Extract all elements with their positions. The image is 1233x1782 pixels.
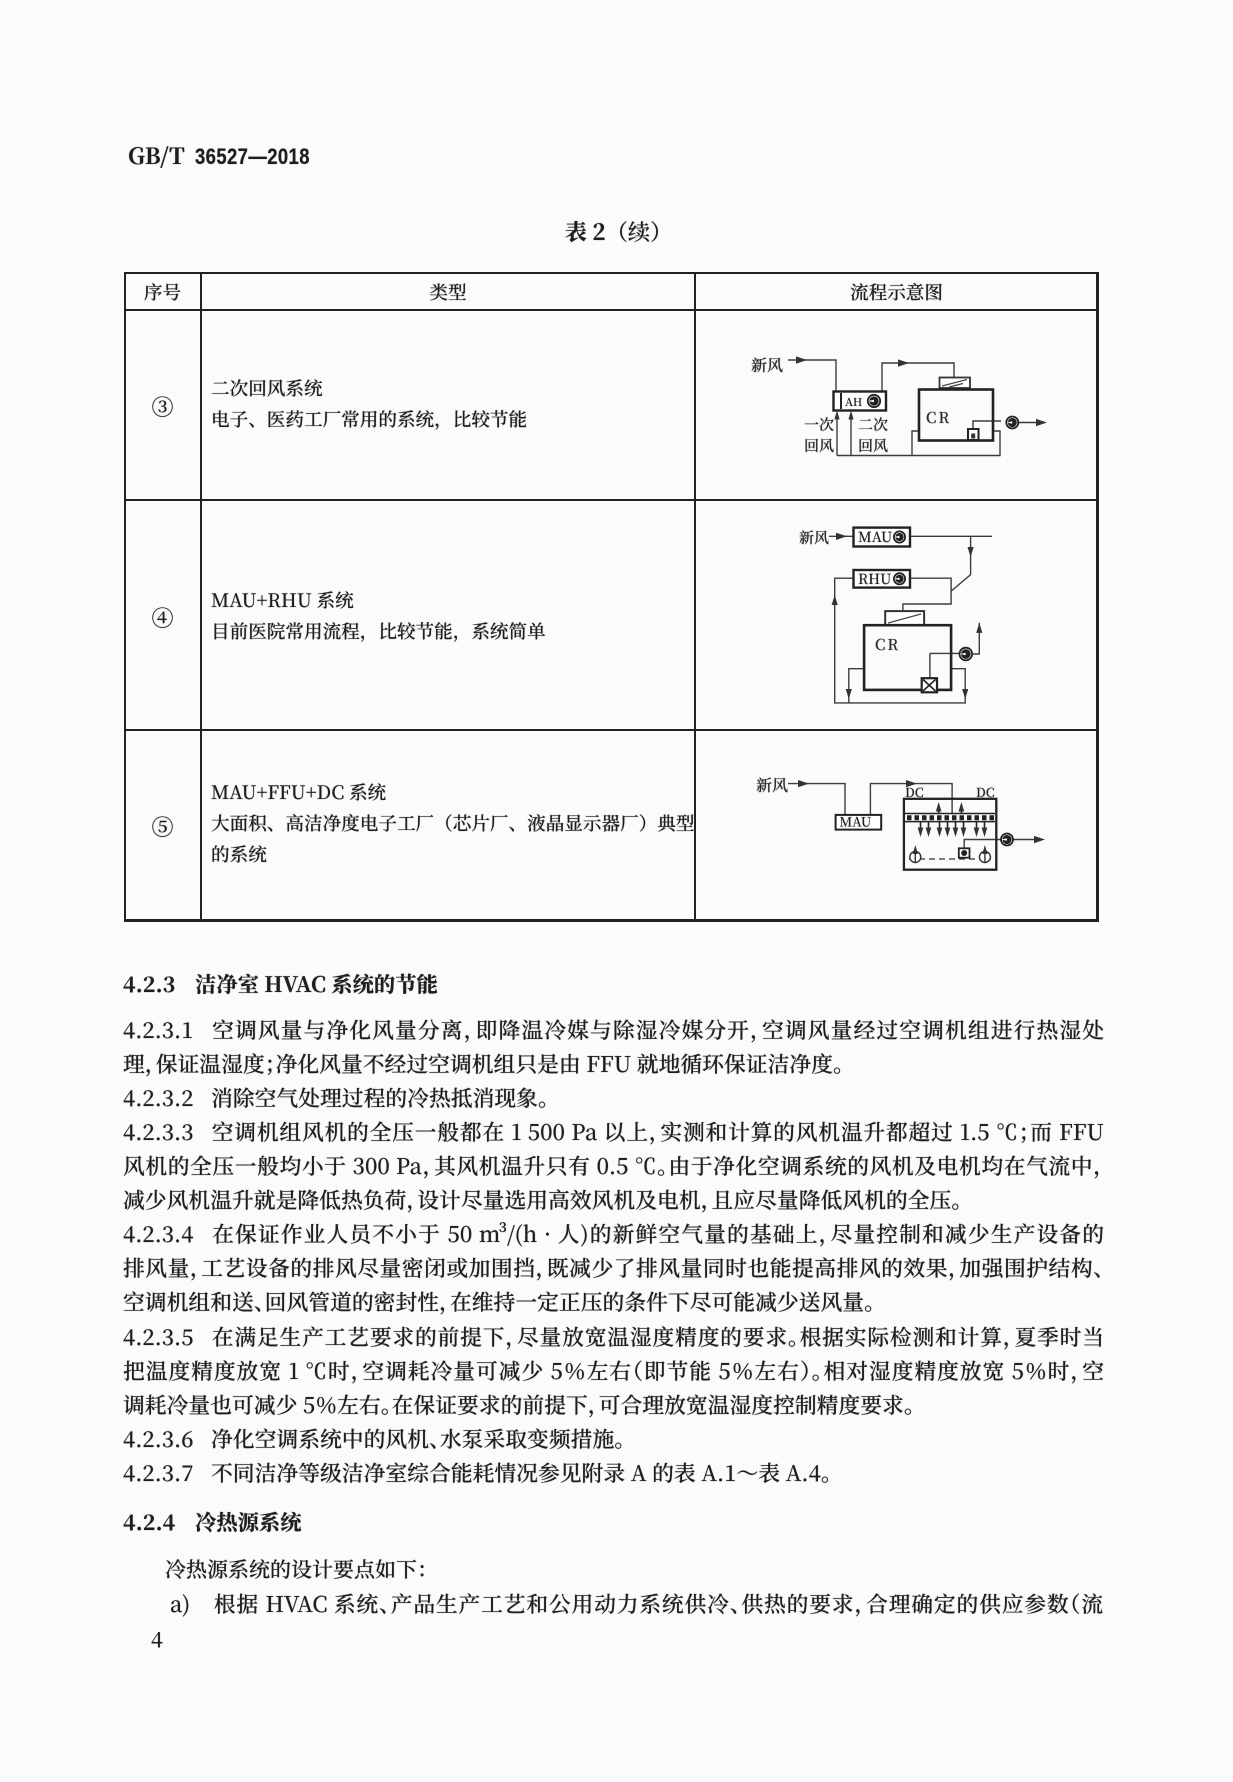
svg-text:MAU: MAU [858, 527, 892, 547]
svg-text:DC: DC [976, 783, 995, 801]
svg-text:新风: 新风 [751, 353, 783, 376]
svg-text:一次: 一次 [804, 414, 834, 435]
svg-text:回风: 回风 [858, 435, 888, 456]
svg-text:新风: 新风 [756, 773, 788, 796]
svg-text:RHU: RHU [858, 569, 891, 589]
svg-text:AH: AH [845, 394, 862, 410]
svg-text:新风: 新风 [799, 527, 829, 548]
svg-text:CR: CR [875, 634, 900, 655]
svg-text:CR: CR [926, 407, 951, 428]
svg-text:二次: 二次 [858, 414, 888, 435]
svg-text:DC: DC [905, 783, 924, 801]
svg-text:回风: 回风 [804, 435, 834, 456]
svg-text:MAU: MAU [840, 812, 872, 831]
